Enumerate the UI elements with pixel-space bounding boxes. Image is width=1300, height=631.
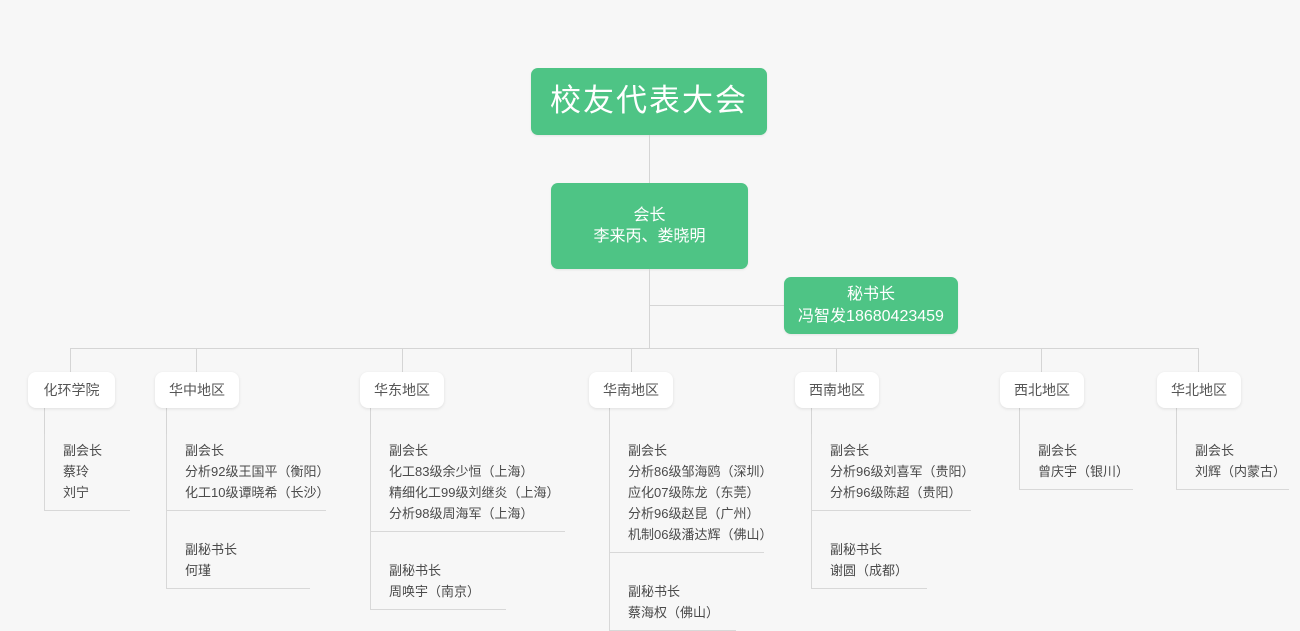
detail-role: 副秘书长 [628,584,681,599]
region-details-0: 副会长 蔡玲 刘宁 [44,434,130,511]
region-details-4: 副会长 分析96级刘喜军（贵阳） 分析96级陈超（贵阳） 副秘书长 谢圆（成都） [811,434,975,589]
detail-member: 分析96级赵昆（广州） [628,506,760,521]
connector-stem-region-5 [1019,408,1020,434]
region-header-2-label: 华东地区 [374,382,430,398]
node-alumni-congress-label: 校友代表大会 [550,83,748,119]
detail-member: 分析96级陈超（贵阳） [830,485,962,500]
connector-stem-region-3 [609,408,610,434]
detail-block: 副会长 分析96级刘喜军（贵阳） 分析96级陈超（贵阳） [811,434,975,511]
detail-block: 副会长 化工83级余少恒（上海） 精细化工99级刘继炎（上海） 分析98级周海军… [370,434,565,532]
detail-member: 谢圆（成都） [830,563,909,578]
detail-block: 副会长 分析86级邹海鸥（深圳） 应化07级陈龙（东莞） 分析96级赵昆（广州）… [609,434,773,553]
region-header-5[interactable]: 西北地区 [1000,372,1084,408]
region-header-3[interactable]: 华南地区 [589,372,673,408]
detail-role: 副秘书长 [389,563,442,578]
node-secretary-general-title: 秘书长 [846,286,895,304]
region-details-2: 副会长 化工83级余少恒（上海） 精细化工99级刘继炎（上海） 分析98级周海军… [370,434,565,610]
detail-block: 副秘书长 周唤宇（南京） [370,532,506,610]
region-header-2[interactable]: 华东地区 [360,372,444,408]
region-details-1: 副会长 分析92级王国平（衡阳） 化工10级谭晓希（长沙） 副秘书长 何瑾 [166,434,330,589]
connector-drop-region-0 [70,348,71,372]
detail-member: 曾庆宇（银川） [1038,464,1130,479]
connector-stem-region-6 [1176,408,1177,434]
connector-president-trunk [649,269,650,349]
region-header-4[interactable]: 西南地区 [795,372,879,408]
detail-member: 应化07级陈龙（东莞） [628,485,760,500]
detail-member: 蔡玲 [63,464,90,479]
detail-member: 何瑾 [185,563,212,578]
detail-role: 副会长 [1195,443,1235,458]
detail-role: 副会长 [628,443,668,458]
detail-role: 副秘书长 [185,542,238,557]
detail-block: 副会长 曾庆宇（银川） [1019,434,1133,490]
region-header-1-label: 华中地区 [169,382,225,398]
detail-role: 副会长 [63,443,103,458]
detail-member: 化工83级余少恒（上海） [389,464,534,479]
detail-member: 分析98级周海军（上海） [389,506,534,521]
detail-block: 副秘书长 蔡海权（佛山） [609,553,736,631]
detail-member: 周唤宇（南京） [389,584,481,599]
region-header-6[interactable]: 华北地区 [1157,372,1241,408]
region-header-0-label: 化环学院 [43,382,100,398]
connector-drop-region-2 [402,348,403,372]
detail-role: 副秘书长 [830,542,883,557]
node-secretary-general[interactable]: 秘书长 冯智发18680423459 [784,277,958,334]
detail-block: 副秘书长 谢圆（成都） [811,511,927,589]
node-president-title: 会长 [633,206,666,224]
detail-member: 机制06级潘达辉（佛山） [628,527,773,542]
connector-region-bus [70,348,1199,349]
detail-role: 副会长 [830,443,870,458]
connector-congress-president [649,135,650,183]
connector-drop-region-5 [1041,348,1042,372]
node-president[interactable]: 会长 李来丙、娄晓明 [551,183,748,269]
region-header-0[interactable]: 化环学院 [28,372,115,408]
connector-drop-region-6 [1198,348,1199,372]
detail-member: 分析86级邹海鸥（深圳） [628,464,773,479]
connector-drop-region-3 [631,348,632,372]
connector-drop-region-1 [196,348,197,372]
detail-role: 副会长 [185,443,225,458]
region-header-3-label: 华南地区 [603,382,659,398]
node-secretary-general-names: 冯智发18680423459 [798,307,944,325]
region-details-3: 副会长 分析86级邹海鸥（深圳） 应化07级陈龙（东莞） 分析96级赵昆（广州）… [609,434,773,631]
detail-member: 分析96级刘喜军（贵阳） [830,464,975,479]
detail-role: 副会长 [1038,443,1078,458]
connector-stem-region-1 [166,408,167,434]
detail-role: 副会长 [389,443,429,458]
detail-block: 副会长 刘辉（内蒙古） [1176,434,1289,490]
region-header-5-label: 西北地区 [1014,382,1070,398]
org-chart: 校友代表大会 会长 李来丙、娄晓明 秘书长 冯智发18680423459 化环学… [28,68,1289,631]
detail-member: 刘辉（内蒙古） [1195,464,1287,479]
connector-secretary-branch [649,305,784,306]
detail-block: 副会长 蔡玲 刘宁 [44,434,130,511]
node-president-names: 李来丙、娄晓明 [593,228,706,245]
detail-member: 分析92级王国平（衡阳） [185,464,330,479]
node-alumni-congress[interactable]: 校友代表大会 [531,68,767,135]
connector-stem-region-0 [44,408,45,434]
region-header-6-label: 华北地区 [1171,382,1227,398]
connector-stem-region-2 [370,408,371,434]
detail-member: 刘宁 [63,485,90,500]
connector-stem-region-4 [811,408,812,434]
detail-member: 化工10级谭晓希（长沙） [185,485,330,500]
region-details-6: 副会长 刘辉（内蒙古） [1176,434,1289,490]
region-header-1[interactable]: 华中地区 [155,372,239,408]
detail-member: 精细化工99级刘继炎（上海） [389,485,560,500]
detail-member: 蔡海权（佛山） [628,605,720,620]
detail-block: 副会长 分析92级王国平（衡阳） 化工10级谭晓希（长沙） [166,434,330,511]
detail-block: 副秘书长 何瑾 [166,511,310,589]
connector-drop-region-4 [836,348,837,372]
region-details-5: 副会长 曾庆宇（银川） [1019,434,1133,490]
region-header-4-label: 西南地区 [809,382,865,398]
